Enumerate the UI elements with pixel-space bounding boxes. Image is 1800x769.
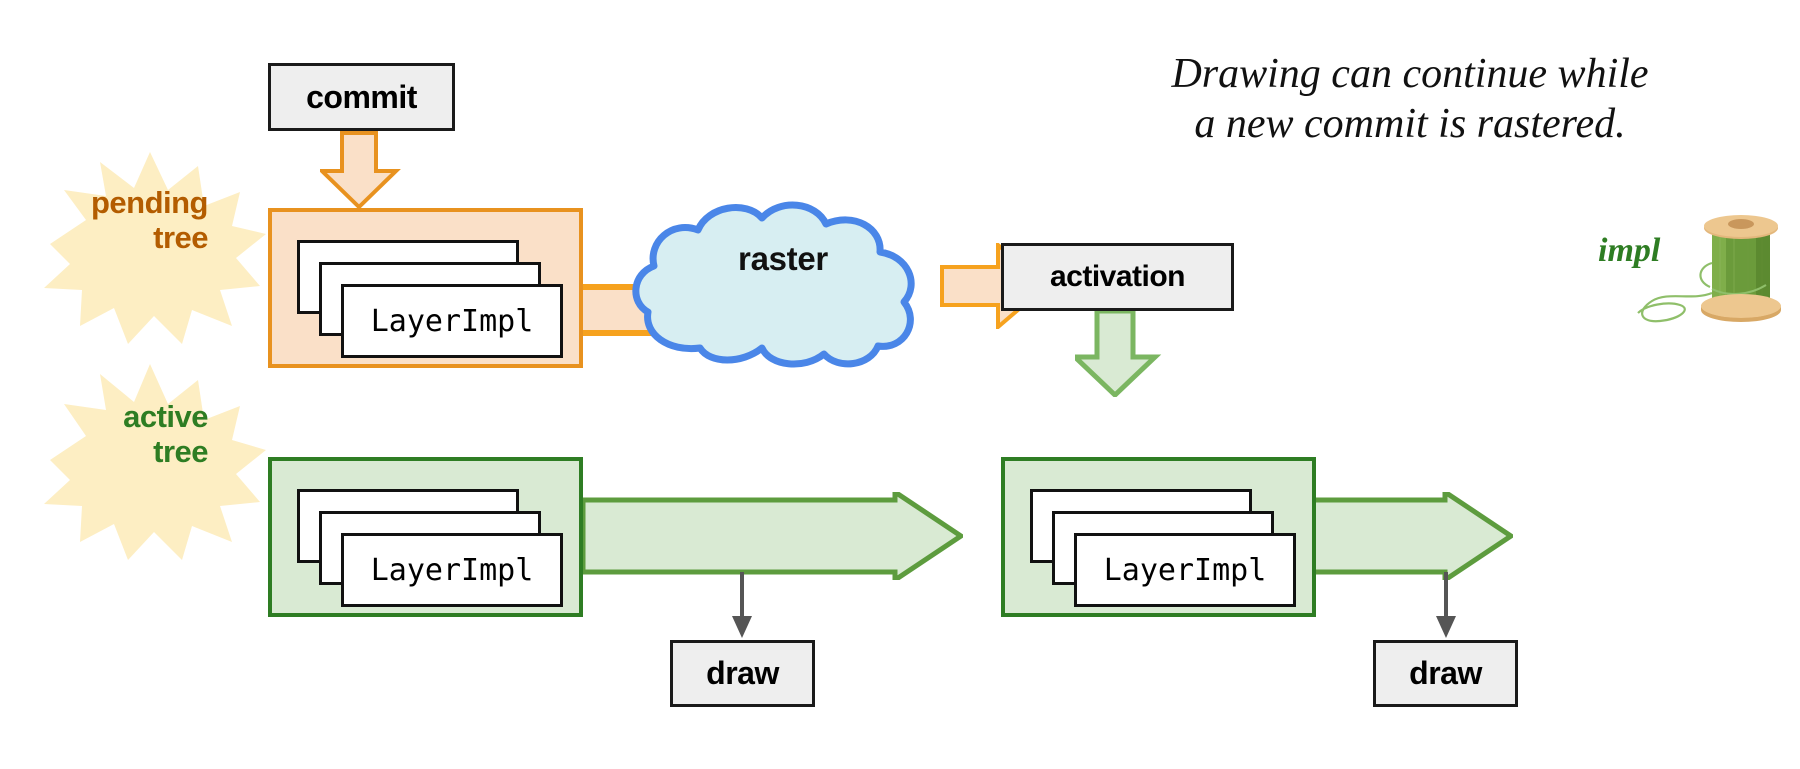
active-tree-left-flow-arrow <box>583 492 963 580</box>
draw-arrow-left <box>732 572 752 638</box>
activation-box[interactable]: activation <box>1001 243 1234 311</box>
pending-layer-card-front[interactable]: LayerImpl <box>341 284 563 358</box>
page-title-line1: Drawing can continue while <box>1171 51 1649 97</box>
impl-label: impl <box>1598 232 1661 269</box>
active-tree-burst <box>44 364 266 560</box>
active-tree-label: active tree <box>32 399 208 469</box>
page-title: Drawing can continue while a new commit … <box>1060 50 1760 149</box>
active-right-layer-card-front[interactable]: LayerImpl <box>1074 533 1296 607</box>
pending-tree-label: pending tree <box>32 185 209 255</box>
pending-tree-label-line1: pending <box>90 185 209 220</box>
raster-cloud[interactable] <box>628 198 938 370</box>
pending-tree-label-line2: tree <box>153 219 208 255</box>
page-title-line2: a new commit is rastered. <box>1194 100 1626 147</box>
draw-box-right[interactable]: draw <box>1373 640 1518 707</box>
active-left-layer-card-front[interactable]: LayerImpl <box>341 533 563 607</box>
raster-label: raster <box>738 240 828 277</box>
activation-to-active-arrow <box>1075 311 1162 397</box>
pending-tree-burst <box>44 152 266 344</box>
active-tree-label-line2: tree <box>153 433 208 469</box>
active-tree-box-left[interactable]: LayerImpl <box>268 457 583 617</box>
commit-box[interactable]: commit <box>268 63 455 131</box>
draw-arrow-right <box>1436 572 1456 638</box>
active-tree-label-line1: active <box>123 399 208 434</box>
draw-box-left[interactable]: draw <box>670 640 815 707</box>
commit-to-pending-arrow <box>320 131 401 210</box>
active-tree-box-right[interactable]: LayerImpl <box>1001 457 1316 617</box>
pending-tree-box[interactable]: LayerImpl <box>268 208 583 368</box>
thread-spool-icon <box>1637 215 1781 323</box>
